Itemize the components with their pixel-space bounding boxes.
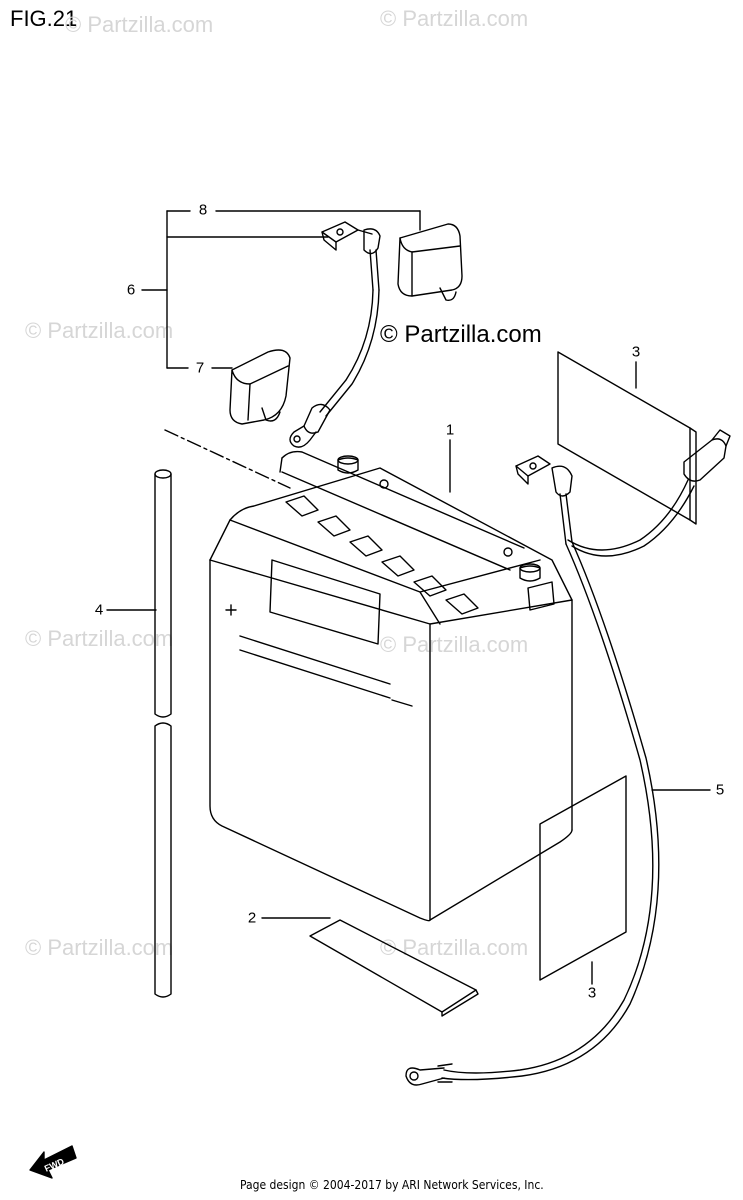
breather-hose-icon <box>154 469 172 998</box>
page-footer: Page design © 2004-2017 by ARI Network S… <box>240 1178 544 1192</box>
watermark: © Partzilla.com <box>380 632 529 657</box>
callout-2: 2 <box>247 909 257 927</box>
watermark: © Partzilla.com <box>380 6 529 31</box>
callout-7: 7 <box>195 359 205 377</box>
watermark: © Partzilla.com <box>25 935 174 960</box>
negative-cable-icon <box>405 429 731 1086</box>
callout-3-bottom: 3 <box>587 984 597 1002</box>
positive-lead-icon <box>289 221 381 448</box>
battery-pad-icon <box>309 919 479 1017</box>
callout-leader-lines <box>106 361 711 985</box>
watermark: © Partzilla.com <box>65 12 214 37</box>
battery-icon <box>209 450 573 922</box>
callout-bracket-group <box>141 210 421 369</box>
callout-3-top: 3 <box>631 343 641 361</box>
fwd-arrow-icon <box>29 1145 77 1179</box>
figure-title: FIG.21 <box>10 6 78 31</box>
protector-sheet-bottom-icon <box>539 775 627 981</box>
callout-1: 1 <box>445 421 455 439</box>
starter-relay-cover-icon <box>397 223 463 302</box>
callout-5: 5 <box>715 781 725 799</box>
callout-8: 8 <box>198 201 208 219</box>
watermark: © Partzilla.com <box>25 318 174 343</box>
terminal-cover-icon <box>229 349 291 425</box>
callout-4: 4 <box>94 601 104 619</box>
partzilla-watermark: © Partzilla.com <box>380 321 542 348</box>
watermark: © Partzilla.com <box>25 626 174 651</box>
callout-6: 6 <box>126 281 136 299</box>
leader-line <box>164 429 291 489</box>
watermark: © Partzilla.com <box>380 935 529 960</box>
protector-sheet-top-icon <box>557 351 697 525</box>
